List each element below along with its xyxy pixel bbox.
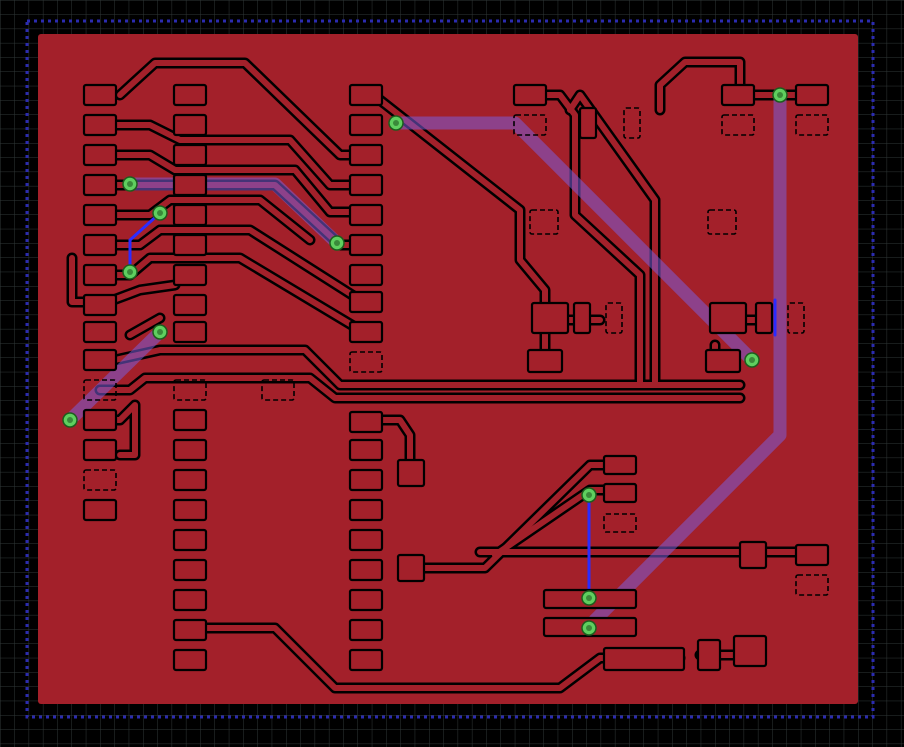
connector-j1[interactable] — [82, 83, 118, 522]
component-pads-upper-right[interactable] — [512, 83, 830, 374]
via — [122, 264, 138, 280]
via — [581, 590, 597, 606]
via — [152, 205, 168, 221]
via — [329, 235, 345, 251]
via — [744, 352, 760, 368]
test-pad[interactable] — [261, 379, 295, 401]
via — [772, 87, 788, 103]
vias[interactable] — [62, 87, 788, 636]
ic-u1-left-pins[interactable] — [172, 83, 208, 672]
via — [581, 487, 597, 503]
board-outline — [25, 19, 875, 719]
via — [388, 115, 404, 131]
via — [581, 620, 597, 636]
via — [152, 324, 168, 340]
ic-u1-right-pins[interactable] — [348, 83, 384, 672]
via — [62, 412, 78, 428]
via — [122, 176, 138, 192]
